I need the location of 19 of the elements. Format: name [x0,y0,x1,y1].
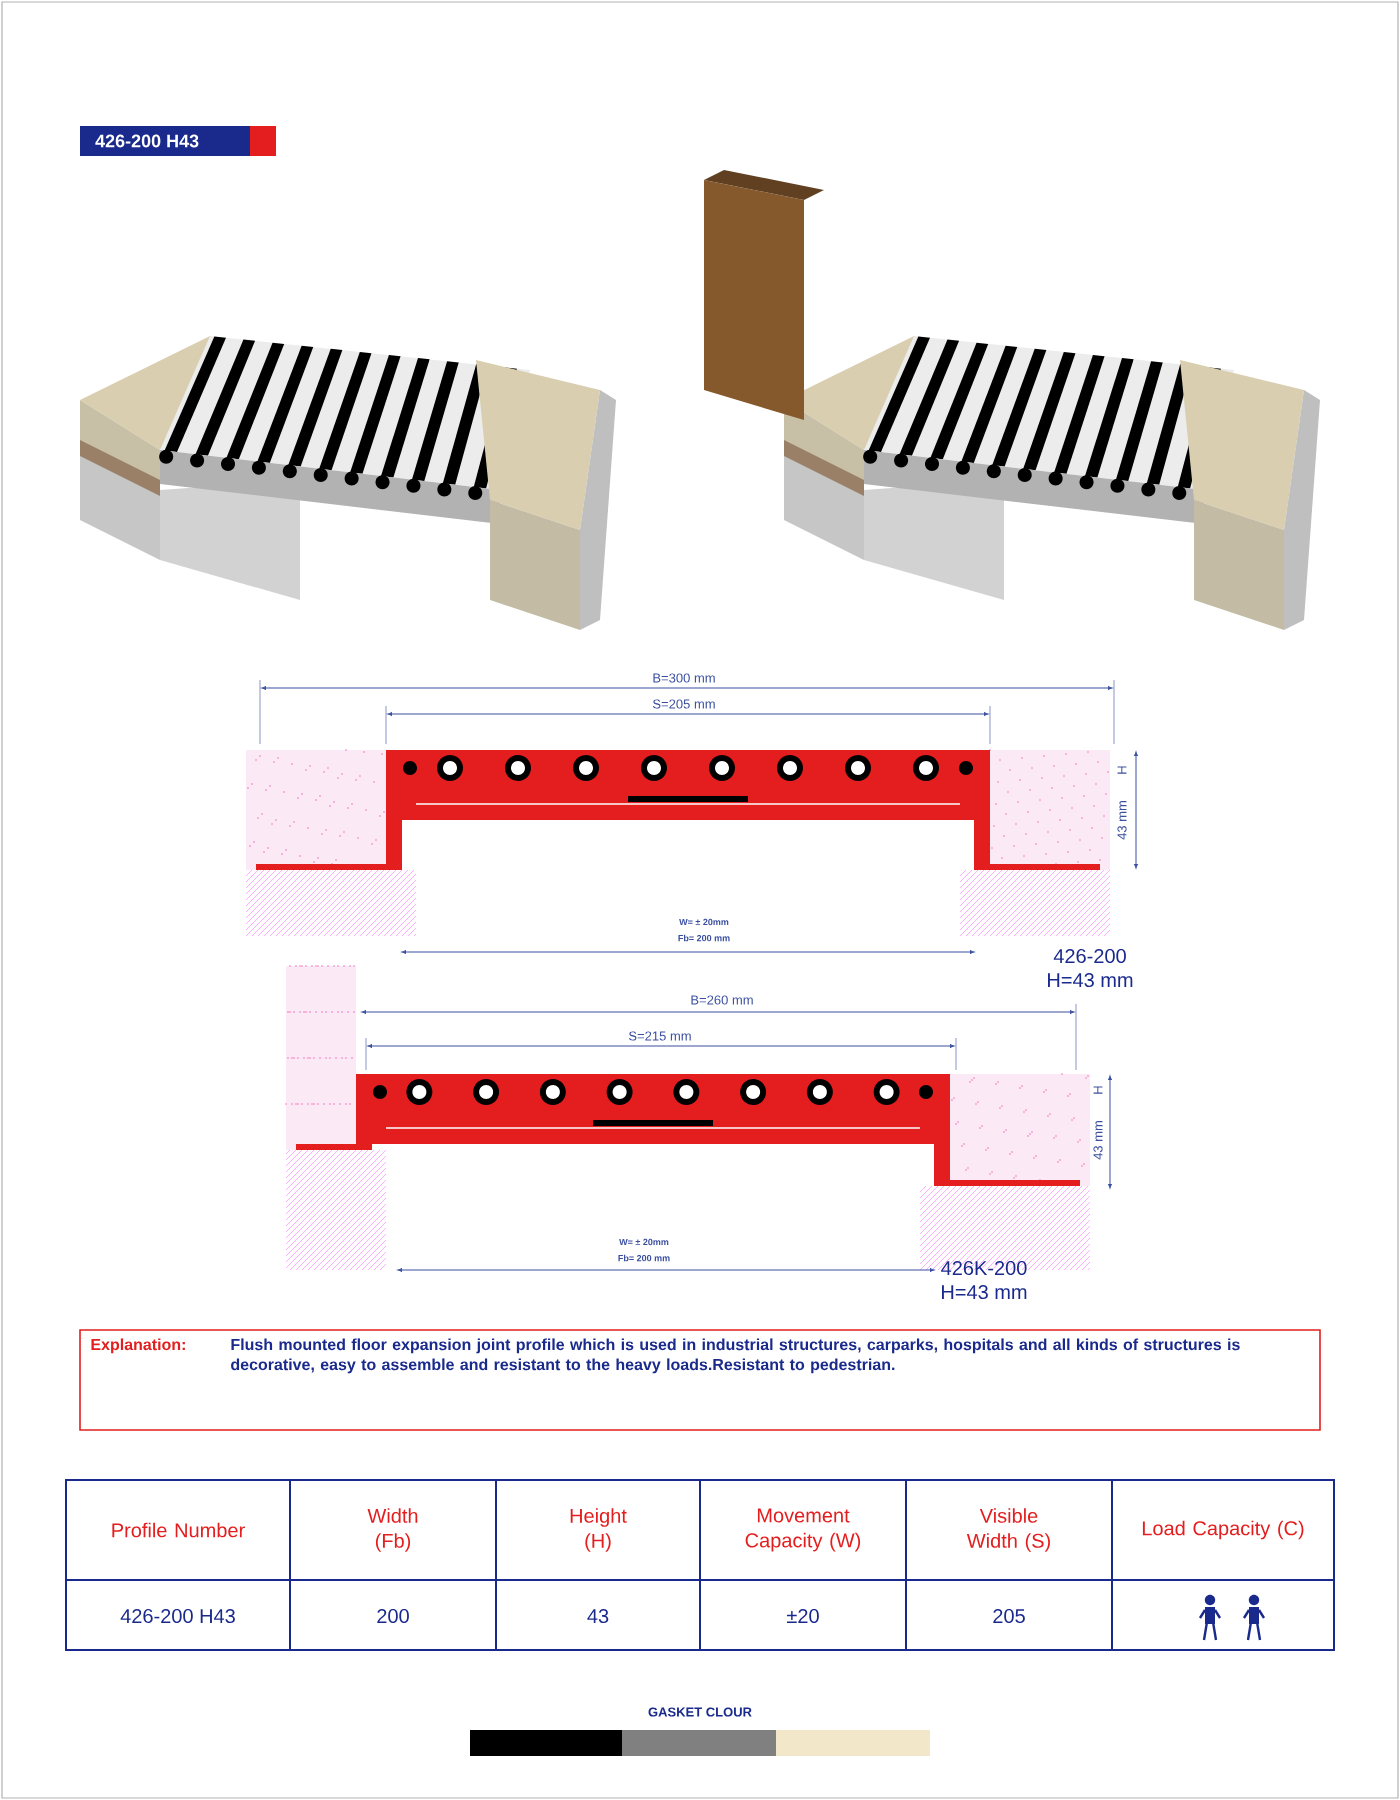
column-header: Movement Capacity (W) [745,1508,861,1552]
profile-label: 426-200 [1053,948,1126,964]
table-value: 205 [993,1608,1025,1624]
table-value: 43 [587,1608,609,1624]
column-header: Width (Fb) [367,1508,418,1552]
column-header: Profile Number [112,1522,245,1538]
profile-label: H=43 mm [942,1284,1027,1300]
title-bar: 426-200 H43 [80,126,276,156]
table-value: 426-200 H43 [120,1608,235,1624]
profile-label: 426K-200 [941,1260,1027,1276]
table-value: ±20 [787,1608,819,1624]
label: Flush mounted floor expansion joint profile which is used in industrial structures, carparks, hospitals and all kinds of structures is decorative, easy to assemble and resistant to the heavy loads.Resistant to pedestrian. [231,1338,1240,1374]
column-header: Height (H) [570,1508,627,1552]
column-header: Visible Width (S) [966,1508,1050,1552]
table-value: 200 [377,1608,409,1624]
label: Explanation: [91,1338,185,1354]
profile-label: H=43 mm [1048,972,1133,988]
explanation-box: Explanation: Flush mounted floor expansion joint profile which is used in industrial structures, carparks, hospitals and all kinds of structures is decorative, easy to assemble and resistant to the heavy loads.Resistant to pedestrian. [79,1329,1321,1431]
column-header: Load Capacity (C) [1142,1520,1304,1540]
